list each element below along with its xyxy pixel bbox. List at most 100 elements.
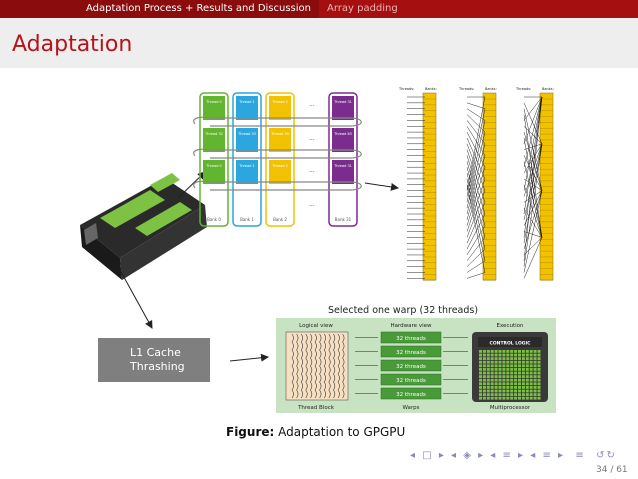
core-cell	[529, 353, 533, 357]
wrap-arrow	[193, 180, 362, 191]
core-cell	[498, 368, 502, 371]
core-cell	[502, 386, 506, 389]
warp-box-label: 32 threads	[396, 392, 426, 398]
core-cell	[529, 364, 533, 368]
thread-squiggle	[296, 333, 299, 399]
core-cell	[490, 378, 494, 382]
mapping-line	[523, 96, 543, 238]
bank-thread-label: Thread 2	[271, 100, 288, 104]
banks-header: Banks:	[542, 87, 554, 91]
core-cell	[521, 360, 525, 364]
mapping-line	[466, 225, 486, 256]
core-cell	[506, 378, 510, 382]
core-cell	[490, 364, 494, 368]
core-cell	[486, 396, 490, 400]
bank-thread-label: Thread 33	[237, 132, 256, 136]
wrap-arrow	[193, 116, 362, 127]
core-cell	[479, 389, 482, 393]
core-cell	[533, 393, 537, 396]
core-cell	[502, 393, 506, 396]
mapping-line	[466, 178, 486, 232]
mapping-line	[466, 120, 486, 144]
core-cell	[506, 375, 510, 378]
core-cell	[502, 389, 506, 393]
core-cell	[518, 350, 521, 353]
core-cell	[521, 393, 525, 396]
core-cell	[506, 350, 510, 353]
bank-cells-row-2: Thread 32 Thread 33 Thread 34 Thread 63	[203, 128, 354, 152]
core-cell	[498, 353, 502, 357]
core-cell	[537, 360, 541, 364]
mapping-line	[466, 167, 486, 226]
thread-squiggle	[314, 333, 317, 399]
core-cell	[498, 357, 502, 360]
core-cell	[494, 393, 498, 396]
bank-ellipsis: ...	[309, 101, 315, 108]
core-cell	[533, 350, 537, 353]
nav-section-next[interactable]: Array padding	[319, 0, 638, 18]
core-cell	[490, 382, 494, 386]
core-cell	[514, 382, 518, 386]
core-cell	[486, 350, 490, 353]
threads-header: Threads:	[515, 87, 531, 91]
core-cell	[514, 360, 518, 364]
banks-header: Banks:	[485, 87, 497, 91]
core-cell	[498, 378, 502, 382]
core-cell	[537, 357, 541, 360]
warp-box-label: 32 threads	[396, 336, 426, 342]
core-cell	[510, 393, 514, 396]
core-cell	[537, 386, 541, 389]
core-cell	[502, 371, 506, 375]
core-cell	[525, 368, 529, 371]
core-cell	[494, 368, 498, 371]
core-cell	[506, 389, 510, 393]
mapping-line	[466, 96, 486, 191]
core-cell	[525, 396, 529, 400]
bank-thread-label: Thread 34	[270, 132, 290, 136]
slide-title: Adaptation	[12, 32, 133, 57]
thread-squiggle	[323, 333, 326, 399]
mapping-line	[523, 137, 543, 238]
core-cell	[529, 386, 533, 389]
core-cell	[482, 364, 486, 368]
title-bar	[0, 18, 638, 68]
core-cell	[510, 382, 514, 386]
core-cell	[514, 368, 518, 371]
nav-section-current[interactable]: Adaptation Process + Results and Discuss…	[86, 3, 311, 14]
core-cell	[521, 350, 525, 353]
core-cell	[537, 371, 541, 375]
core-cell	[482, 350, 486, 353]
core-cell	[494, 357, 498, 360]
beamer-navigation-icons[interactable]: ◂ □ ▸ ◂ ◈ ▸ ◂ ≡ ▸ ◂ ≡ ▸ ≡ ↺↻	[410, 450, 617, 461]
core-cell	[510, 389, 514, 393]
control-logic-label: CONTROL LOGIC	[490, 341, 532, 347]
core-cell	[506, 382, 510, 386]
core-cell	[506, 386, 510, 389]
core-cell	[506, 364, 510, 368]
thread-squiggle	[319, 333, 322, 399]
core-cell	[537, 382, 541, 386]
bank-ellipsis: ...	[309, 201, 315, 208]
core-cell	[494, 360, 498, 364]
core-cell	[479, 350, 482, 353]
core-cell	[482, 368, 486, 371]
mapping-line	[523, 96, 543, 121]
core-cell	[498, 382, 502, 386]
core-cell	[494, 353, 498, 357]
mapping-line	[523, 108, 543, 191]
core-cell	[537, 350, 541, 353]
core-cell	[479, 364, 482, 368]
core-cell	[521, 389, 525, 393]
thread-squiggle	[291, 333, 294, 399]
mapping-line	[523, 143, 543, 197]
core-cell	[529, 382, 533, 386]
core-cell	[510, 368, 514, 371]
core-cell	[486, 364, 490, 368]
mapping-line	[466, 172, 486, 250]
mapping-line	[523, 190, 543, 250]
core-cell	[521, 396, 525, 400]
core-cell	[533, 389, 537, 393]
thread-block-label: Thread Block	[297, 405, 335, 411]
core-cell	[506, 393, 510, 396]
